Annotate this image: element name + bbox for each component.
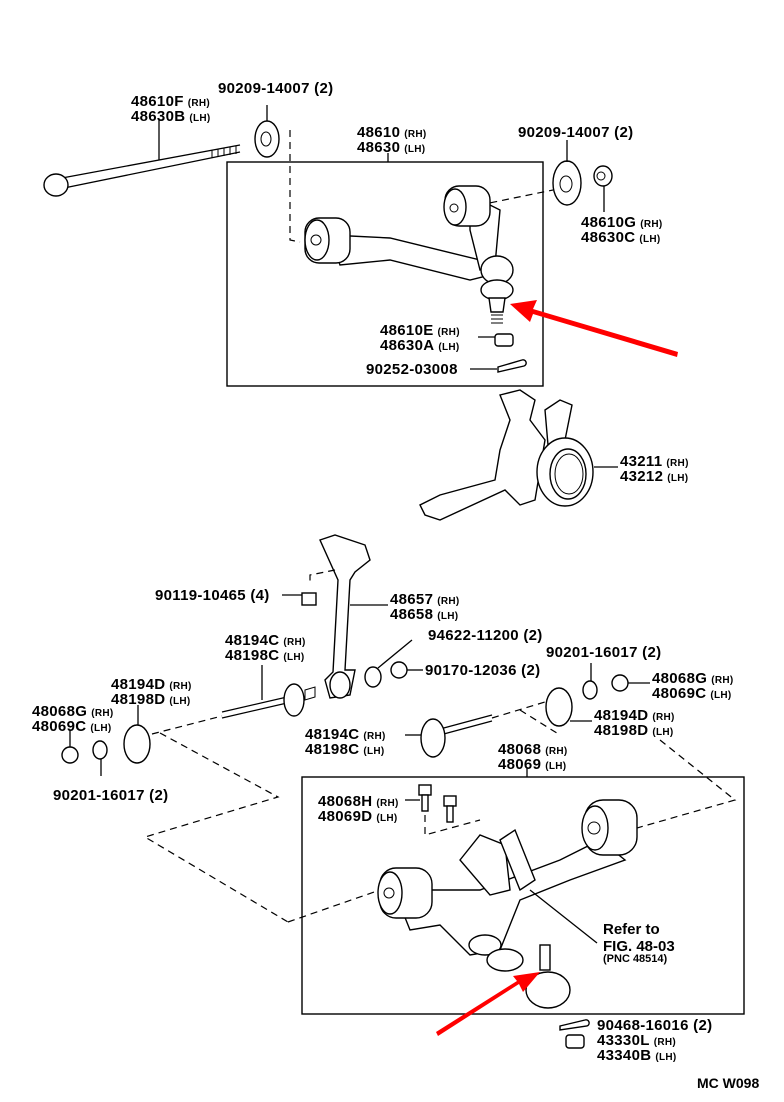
upper-control-arm-icon (304, 185, 514, 324)
lower-arm-group-box (301, 776, 745, 1015)
label-upper-arm: 48610(RH) 48630(LH) (357, 124, 427, 156)
label-strut-nut: 90170-12036 (2) (425, 662, 541, 679)
label-refer-figure: Refer to FIG. 48-03 (PNC 48514) (603, 921, 675, 965)
label-nut-right: 48068G(RH) 48069C(LH) (652, 670, 734, 702)
washer-icon (254, 105, 301, 243)
label-bolt-upper: 48610F(RH) 48630B(LH) (131, 93, 211, 125)
label-cam-plate-left: 48194D(RH) 48198D(LH) (111, 676, 192, 708)
strut-bar-icon (309, 534, 388, 699)
castle-nut-icon (565, 1034, 585, 1049)
castle-nut-icon (478, 333, 514, 347)
bolt-icon (405, 784, 481, 836)
lower-control-arm-icon (377, 799, 638, 1009)
highlight-arrow-lower-ball-joint (436, 972, 540, 1036)
assembly-guide-line (491, 701, 546, 719)
assembly-guide-line (143, 732, 289, 923)
nut-icon (61, 730, 79, 764)
red-arrow-icon (436, 972, 540, 1036)
assembly-guide-line (151, 715, 223, 735)
highlight-arrow-upper-ball-joint (510, 300, 678, 357)
diagram-code: MC W098 (697, 1075, 760, 1091)
assembly-guide-line (629, 739, 737, 831)
nut-icon (593, 165, 613, 212)
bushing-washer-icon (364, 639, 413, 688)
cotter-pin-icon (470, 359, 527, 373)
label-cam-bolt-rear: 48194C(RH) 48198C(LH) (305, 726, 386, 758)
label-washer-top-left: 90209-14007 (2) (218, 80, 334, 97)
cotter-pin-icon (559, 1019, 590, 1031)
label-washer-mid-right: 90201-16017 (2) (546, 644, 662, 661)
label-cotter-pin-upper: 90252-03008 (366, 361, 458, 378)
label-cam-plate-right: 48194D(RH) 48198D(LH) (594, 707, 675, 739)
label-nut-left: 48068G(RH) 48069C(LH) (32, 703, 114, 735)
label-strut-bar: 48657(RH) 48658(LH) (390, 591, 460, 623)
cam-bolt-icon (405, 714, 493, 758)
upper-arm-group-box (226, 161, 544, 387)
red-arrow-icon (510, 300, 678, 357)
assembly-guide-line (519, 709, 561, 736)
label-cam-bolt-front: 48194C(RH) 48198C(LH) (225, 632, 306, 664)
nut-icon (390, 661, 423, 679)
upper-arm-bolt-icon (43, 120, 241, 197)
cam-bolt-icon (221, 665, 316, 719)
cam-plate-icon (545, 687, 592, 727)
label-washer-left: 90201-16017 (2) (53, 787, 169, 804)
nut-icon (611, 674, 650, 692)
label-castle-nut-upper: 48610E(RH) 48630A(LH) (380, 322, 460, 354)
washer-icon (582, 663, 598, 700)
bolt-icon (282, 592, 317, 606)
label-washer-top-right: 90209-14007 (2) (518, 124, 634, 141)
label-bushing-washer: 94622-11200 (2) (428, 627, 543, 644)
steering-knuckle-icon (419, 389, 618, 521)
label-castle-nut-lower: 43330L(RH) 43340B(LH) (597, 1032, 677, 1064)
label-lower-arm-bolt: 48068H(RH) 48069D(LH) (318, 793, 399, 825)
washer-icon (92, 740, 108, 776)
label-strut-bolt: 90119-10465 (4) (155, 587, 270, 604)
label-cotter-pin-lower: 90468-16016 (2) (597, 1017, 713, 1034)
cam-plate-icon (123, 705, 151, 764)
label-lower-arm: 48068(RH) 48069(LH) (498, 741, 568, 773)
label-nut-upper: 48610G(RH) 48630C(LH) (581, 214, 663, 246)
assembly-guide-line (287, 889, 381, 923)
label-knuckle: 43211(RH) 43212(LH) (620, 453, 689, 485)
